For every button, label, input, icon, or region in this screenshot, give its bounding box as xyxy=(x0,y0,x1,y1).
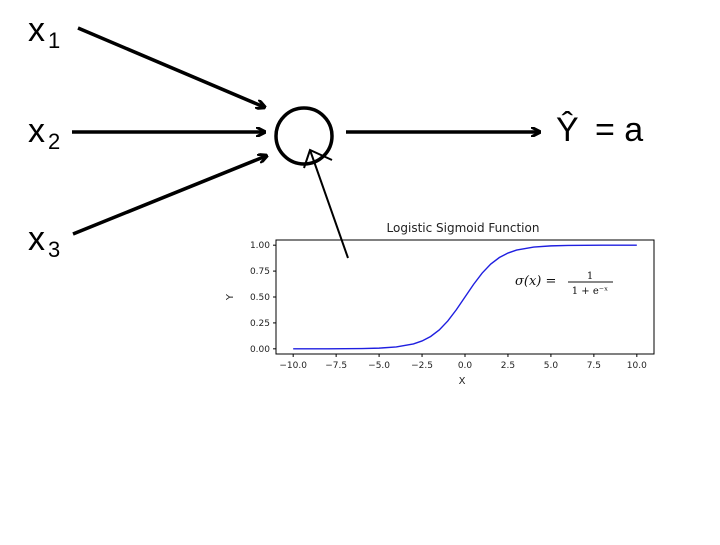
neuron-node xyxy=(274,106,334,166)
output-symbol: Ŷ xyxy=(556,111,579,149)
input-label-x1: x 1 xyxy=(28,11,60,53)
input-label-x2: x 2 xyxy=(28,112,60,154)
input-arrow-x3 xyxy=(72,156,266,236)
input-arrow-x1 xyxy=(77,26,264,107)
input-x3-base: x xyxy=(28,220,45,258)
input-x2-base: x xyxy=(28,112,45,150)
output-equals: = a xyxy=(595,111,643,149)
input-x3-subscript: 3 xyxy=(48,237,60,262)
y-tick-label: 0.50 xyxy=(250,293,270,303)
input-x2-subscript: 2 xyxy=(48,129,60,154)
input-x1-subscript: 1 xyxy=(48,28,60,53)
sigmoid-chart: Logistic Sigmoid Function −10.0−7.5−5.0−… xyxy=(225,221,655,387)
output-label: Ŷ = a xyxy=(556,111,643,149)
sigmoid-series-line xyxy=(293,244,637,350)
formula-numerator: 1 xyxy=(587,271,593,282)
y-axis-ticks: 0.00 0.25 0.50 0.75 1.00 xyxy=(250,241,276,355)
y-axis-label: Y xyxy=(225,293,236,301)
x-tick-label: 2.5 xyxy=(501,361,515,371)
formula-denominator: 1 + e⁻ˣ xyxy=(572,286,609,297)
pointer-arrow xyxy=(309,149,349,259)
y-tick-label: 1.00 xyxy=(250,241,270,251)
x-tick-label: −10.0 xyxy=(279,361,307,371)
x-tick-label: −5.0 xyxy=(368,361,390,371)
x-tick-label: 7.5 xyxy=(587,361,601,371)
x-tick-label: 0.0 xyxy=(458,361,473,371)
formula-lhs: σ(x) = xyxy=(515,274,556,289)
chart-title: Logistic Sigmoid Function xyxy=(387,221,540,235)
y-tick-label: 0.75 xyxy=(250,267,270,277)
x-tick-label: 5.0 xyxy=(544,361,559,371)
y-tick-label: 0.00 xyxy=(250,345,270,355)
sigmoid-formula: σ(x) = 1 1 + e⁻ˣ xyxy=(515,271,613,297)
x-axis-label: X xyxy=(459,376,466,387)
x-axis-ticks: −10.0 −7.5 −5.0 −2.5 0.0 2.5 5.0 7.5 10.0 xyxy=(279,354,647,371)
x-tick-label: −2.5 xyxy=(411,361,433,371)
input-label-x3: x 3 xyxy=(28,220,60,262)
x-tick-label: 10.0 xyxy=(627,361,647,371)
pointer-arrowhead xyxy=(303,148,333,169)
input-x1-base: x xyxy=(28,11,45,49)
x-tick-label: −7.5 xyxy=(325,361,347,371)
y-tick-label: 0.25 xyxy=(250,319,270,329)
